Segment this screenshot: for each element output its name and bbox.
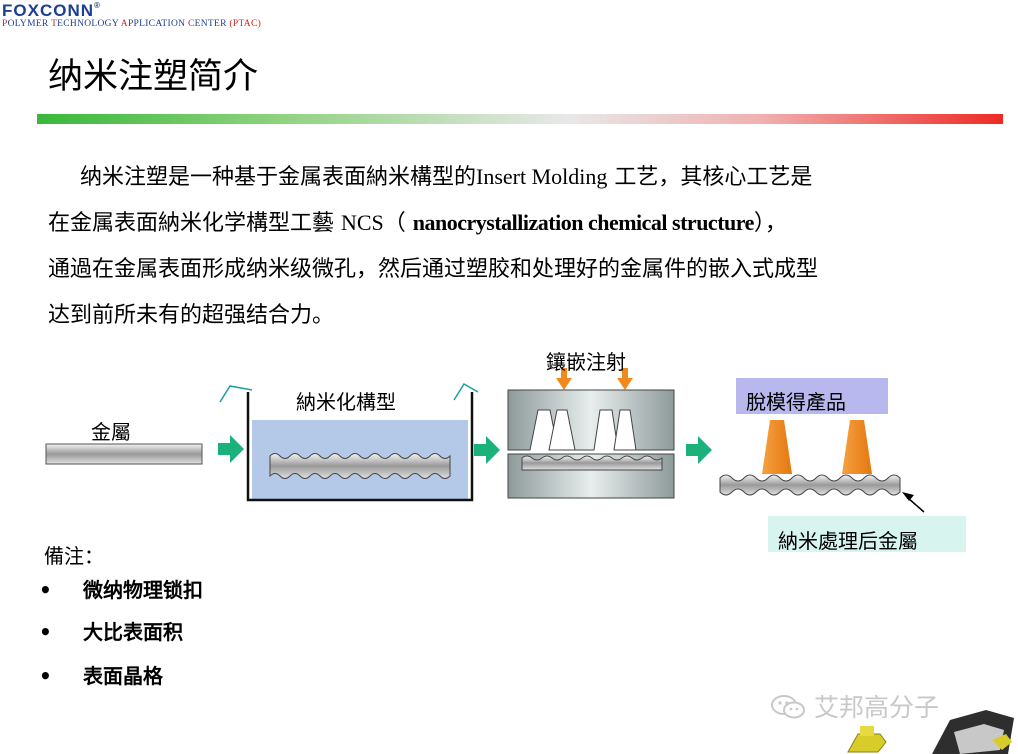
tank-wire-left	[219, 385, 253, 403]
inject-arrow-left	[556, 368, 572, 390]
org-part: (PTAC)	[229, 19, 262, 29]
org-part: A	[120, 19, 128, 29]
process-diagram	[45, 368, 966, 552]
paragraph-line-3: 通過在金属表面形成纳米级微孔，然后通过塑胶和处理好的金属件的嵌入式成型	[48, 257, 819, 282]
pointer-head	[902, 492, 914, 501]
plastic-post-left	[762, 420, 792, 474]
watermark: 艾邦高分子	[770, 688, 939, 724]
notes-title: 備注：	[44, 544, 104, 568]
slide-title: 纳米注塑简介	[48, 57, 259, 97]
foxconn-logo: FOXCONN®	[2, 1, 101, 21]
list-item: • 微纳物理锁扣	[39, 574, 203, 603]
mold-gate-left	[548, 409, 576, 451]
list-item-text: 大比表面积	[83, 620, 183, 644]
org-part: P	[2, 19, 8, 29]
tank-walls	[246, 392, 474, 502]
label-metal: 金屬	[91, 420, 131, 444]
list-item-text: 表面晶格	[83, 664, 163, 688]
label-treated-metal: 納米處理后金屬	[778, 529, 918, 553]
list-item: • 大比表面积	[39, 616, 183, 645]
bullet-dot: •	[39, 664, 52, 688]
text-span: nanocrystallization chemical structure	[412, 210, 755, 235]
org-part: C	[188, 19, 195, 29]
process-arrow-3	[686, 436, 712, 464]
mold-gate-right	[613, 409, 637, 451]
text-span: NCS	[341, 210, 384, 235]
process-arrow-1	[218, 435, 244, 463]
label-demold-product: 脫模得產品	[746, 390, 846, 414]
title-gradient-bar	[37, 114, 1003, 124]
paragraph-line-1: 纳米注塑是一种基于金属表面納米構型的Insert Molding 工艺，其核心工…	[48, 159, 812, 191]
product-label-box	[736, 378, 888, 414]
text-span: ），	[753, 211, 787, 236]
org-name: POLYMER TECHNOLOGY APPLICATION CENTER (P…	[2, 19, 261, 29]
org-part: OLYMER	[7, 19, 52, 29]
inject-arrow-right	[617, 368, 633, 390]
org-part: ECHNOLOGY	[57, 19, 121, 29]
label-nano-structuring: 納米化構型	[296, 390, 396, 414]
text-span: 在金属表面納米化学構型工藝	[48, 211, 341, 236]
org-part: PPLICATION	[127, 19, 188, 29]
list-item: • 表面晶格	[39, 660, 163, 689]
org-part: ENTER	[194, 19, 230, 29]
watermark-text: 艾邦高分子	[813, 693, 939, 722]
text-span: （	[383, 211, 413, 236]
metal-bar	[45, 443, 203, 465]
paragraph-line-2: 在金属表面納米化学構型工藝 NCS（ nanocrystallization c…	[48, 205, 787, 237]
product-metal-plate	[719, 474, 901, 496]
tank-wire-right	[453, 382, 479, 401]
pointer-line	[907, 497, 925, 513]
tank-metal-plate	[269, 453, 451, 479]
text-span: Insert Molding	[476, 164, 608, 189]
wechat-icon	[771, 695, 805, 719]
mold-metal-plate	[521, 455, 663, 471]
process-arrow-2	[474, 436, 500, 464]
text-span: 纳米注塑是一种基于金属表面納米構型的	[80, 165, 477, 190]
logo-text: FOXCONN	[2, 1, 94, 20]
plastic-post-right	[842, 420, 872, 474]
logo-registered-mark: ®	[94, 1, 101, 10]
text-span: 工艺，其核心工艺是	[607, 165, 813, 190]
bullet-dot: •	[39, 620, 52, 644]
paragraph-line-4: 达到前所未有的超强结合力。	[48, 303, 335, 328]
org-part: T	[51, 19, 58, 29]
bullet-dot: •	[39, 578, 52, 602]
list-item-text: 微纳物理锁扣	[83, 578, 203, 602]
decorative-parts-image	[847, 710, 1014, 754]
treated-label-box	[768, 516, 966, 552]
label-insert-injection: 鑲嵌注射	[546, 350, 626, 374]
mold-top	[507, 389, 675, 451]
